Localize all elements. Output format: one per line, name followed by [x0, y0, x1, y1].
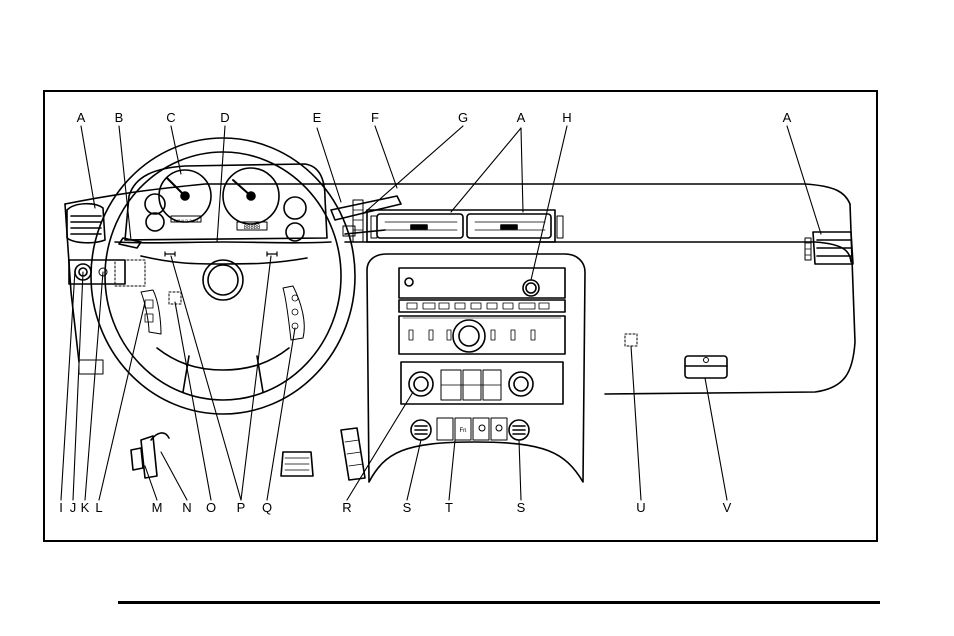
odometer-readout: 88888 — [244, 225, 261, 231]
left-outboard-vent — [66, 202, 106, 244]
center-stack — [366, 253, 586, 483]
right-outboard-vent — [804, 231, 854, 265]
bottom-callout-label-9: R — [342, 500, 351, 515]
bottom-callout-label-3: L — [95, 500, 102, 515]
top-callout-label-1: B — [115, 110, 124, 125]
hvac-button-label: Fn — [459, 428, 466, 434]
top-callout-label-7: A — [517, 110, 526, 125]
shift-indicator-readout: P R N D 3 2 1 — [174, 218, 199, 223]
bottom-callout-label-12: S — [517, 500, 526, 515]
dash-lower-edge — [604, 203, 856, 395]
bottom-callout-label-14: V — [723, 500, 732, 515]
top-callout-label-2: C — [166, 110, 175, 125]
hidden-sensor-outline — [624, 333, 638, 347]
top-callout-label-8: H — [562, 110, 571, 125]
glovebox — [684, 355, 728, 379]
bottom-callout-label-6: O — [206, 500, 216, 515]
top-callout-label-4: E — [313, 110, 322, 125]
wiper-lever — [330, 195, 402, 221]
dash-top-edge — [64, 183, 851, 205]
bottom-callout-label-2: K — [81, 500, 90, 515]
center-vents — [352, 199, 564, 243]
dash-mid-line — [344, 241, 852, 263]
instrument-cluster — [124, 163, 328, 242]
turn-signal-lever — [118, 237, 142, 249]
bottom-callout-label-11: T — [445, 500, 453, 515]
top-callout-label-5: F — [371, 110, 379, 125]
top-callout-label-3: D — [220, 110, 229, 125]
dash-inner-line — [344, 229, 386, 235]
page-rule — [118, 601, 880, 604]
tilt-wheel-lever — [342, 225, 356, 237]
bottom-callout-label-4: M — [152, 500, 163, 515]
bottom-callout-label-13: U — [636, 500, 645, 515]
bottom-callout-label-8: Q — [262, 500, 272, 515]
bottom-callout-label-5: N — [182, 500, 191, 515]
hood-release — [150, 432, 170, 441]
bottom-callout-label-7: P — [237, 500, 246, 515]
bottom-callout-label-1: J — [70, 500, 77, 515]
bottom-callout-label-0: I — [59, 500, 63, 515]
pedals — [130, 427, 366, 481]
top-callout-label-0: A — [77, 110, 86, 125]
steering-wheel — [90, 137, 356, 415]
bottom-callout-label-10: S — [403, 500, 412, 515]
top-callout-label-6: G — [458, 110, 468, 125]
top-callout-label-9: A — [783, 110, 792, 125]
callout-lines — [60, 125, 822, 501]
